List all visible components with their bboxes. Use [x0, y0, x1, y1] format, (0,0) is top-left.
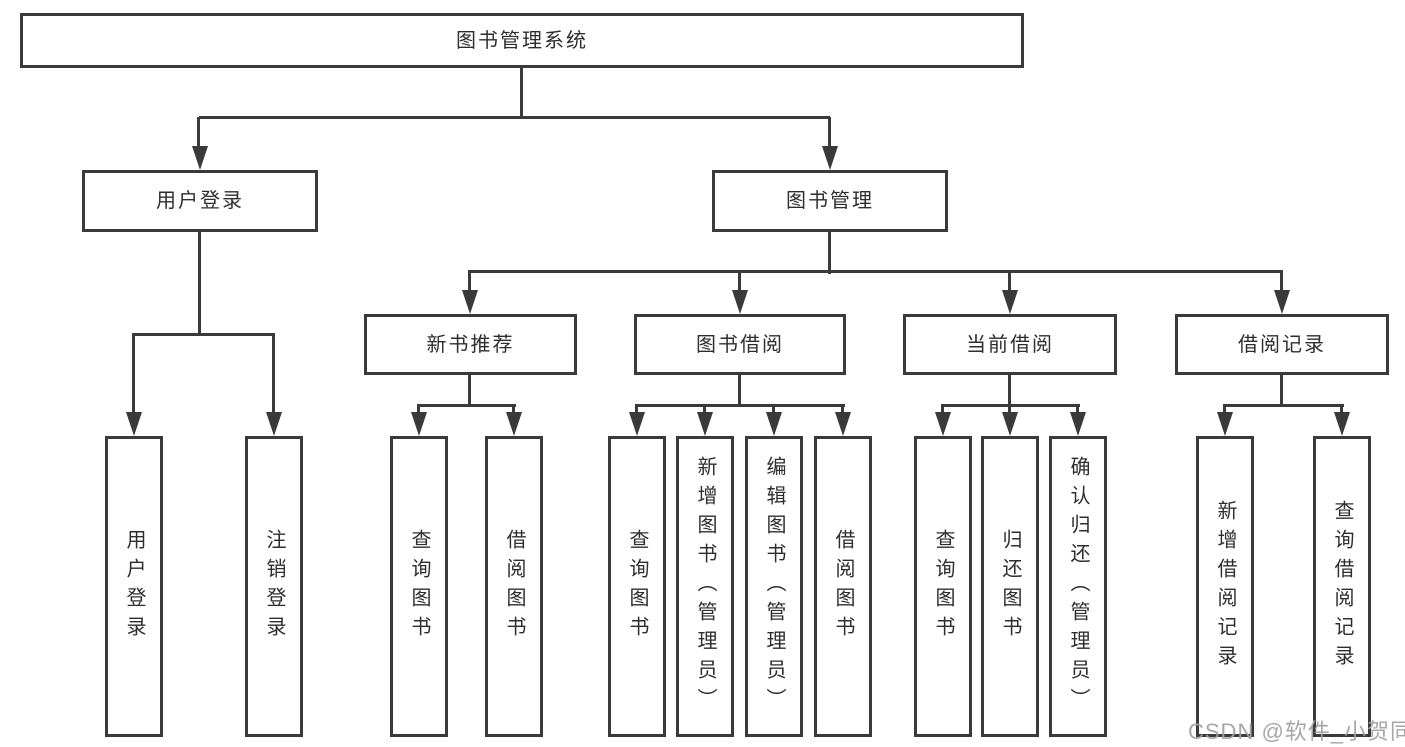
arrow-down-icon: [1002, 290, 1018, 314]
connector-drop-user-login: [197, 117, 200, 149]
connector-drop-leaf: [1340, 404, 1343, 416]
connector-drop-leaf: [272, 333, 275, 415]
connector-borrow-records-stem: [1280, 375, 1283, 407]
connector-drop-leaf: [941, 404, 944, 416]
node-new-book-recommend: 新书推荐: [364, 314, 577, 375]
arrow-down-icon: [629, 412, 645, 436]
arrow-down-icon: [462, 290, 478, 314]
connector-drop-level3: [1280, 270, 1283, 294]
arrow-down-icon: [835, 412, 851, 436]
node-leaf-user-login: 用户登录: [105, 436, 163, 737]
connector-current-borrow-stem: [1008, 375, 1011, 407]
connector-book-borrow-stem: [738, 375, 741, 407]
connector-drop-leaf: [132, 333, 135, 415]
connector-drop-level3: [1008, 270, 1011, 294]
node-book-management-system: 图书管理系统: [20, 13, 1024, 68]
arrow-down-icon: [822, 146, 838, 170]
csdn-watermark: CSDN @软件_小贺同学: [1188, 719, 1405, 744]
node-current-borrow: 当前借阅: [903, 314, 1117, 375]
node-book-borrow: 图书借阅: [634, 314, 846, 375]
node-leaf-query-borrow-record: 查询借阅记录: [1313, 436, 1371, 737]
connector-book-management-bar: [468, 270, 1283, 273]
connector-book-management-stem: [828, 232, 831, 274]
arrow-down-icon: [126, 412, 142, 436]
connector-recommend-stem: [468, 375, 471, 407]
connector-drop-book-management: [828, 117, 831, 149]
arrow-down-icon: [732, 290, 748, 314]
node-leaf-logout: 注销登录: [245, 436, 303, 737]
connector-drop-leaf: [703, 404, 706, 416]
connector-drop-leaf: [417, 404, 420, 416]
node-leaf-query-books-current: 查询图书: [914, 436, 972, 737]
connector-drop-leaf: [841, 404, 844, 416]
arrow-down-icon: [506, 412, 522, 436]
connector-recommend-bar: [419, 404, 516, 407]
connector-drop-leaf: [635, 404, 638, 416]
arrow-down-icon: [935, 412, 951, 436]
connector-drop-level3: [738, 270, 741, 294]
connector-drop-leaf: [1076, 404, 1079, 416]
connector-current-borrow-bar: [943, 404, 1080, 407]
connector-drop-leaf: [512, 404, 515, 416]
connector-borrow-records-bar: [1225, 404, 1344, 407]
connector-drop-leaf: [1008, 404, 1011, 416]
connector-drop-leaf: [1223, 404, 1226, 416]
connector-drop-level3: [468, 270, 471, 294]
arrow-down-icon: [1002, 412, 1018, 436]
node-leaf-borrow-books: 借阅图书: [814, 436, 872, 737]
node-leaf-confirm-return-admin: 确认归还（管理员）: [1049, 436, 1107, 737]
arrow-down-icon: [192, 146, 208, 170]
arrow-down-icon: [766, 412, 782, 436]
arrow-down-icon: [1334, 412, 1350, 436]
connector-user-login-stem: [198, 232, 201, 336]
connector-root-stem: [520, 68, 523, 119]
node-leaf-query-books-borrow: 查询图书: [608, 436, 666, 737]
node-leaf-add-books-admin: 新增图书（管理员）: [676, 436, 734, 737]
arrow-down-icon: [1070, 412, 1086, 436]
connector-drop-leaf: [772, 404, 775, 416]
node-leaf-query-books-recommend: 查询图书: [390, 436, 448, 737]
node-borrow-records: 借阅记录: [1175, 314, 1389, 375]
node-leaf-edit-books-admin: 编辑图书（管理员）: [745, 436, 803, 737]
connector-book-borrow-bar: [637, 404, 845, 407]
arrow-down-icon: [1217, 412, 1233, 436]
connector-root-bar: [199, 116, 830, 119]
node-user-login: 用户登录: [82, 170, 318, 232]
node-leaf-return-books: 归还图书: [981, 436, 1039, 737]
node-leaf-add-borrow-record: 新增借阅记录: [1196, 436, 1254, 737]
arrow-down-icon: [1274, 290, 1290, 314]
arrow-down-icon: [697, 412, 713, 436]
node-leaf-borrow-books-recommend: 借阅图书: [485, 436, 543, 737]
arrow-down-icon: [266, 412, 282, 436]
node-book-management: 图书管理: [712, 170, 948, 232]
arrow-down-icon: [411, 412, 427, 436]
connector-user-login-bar: [132, 333, 275, 336]
